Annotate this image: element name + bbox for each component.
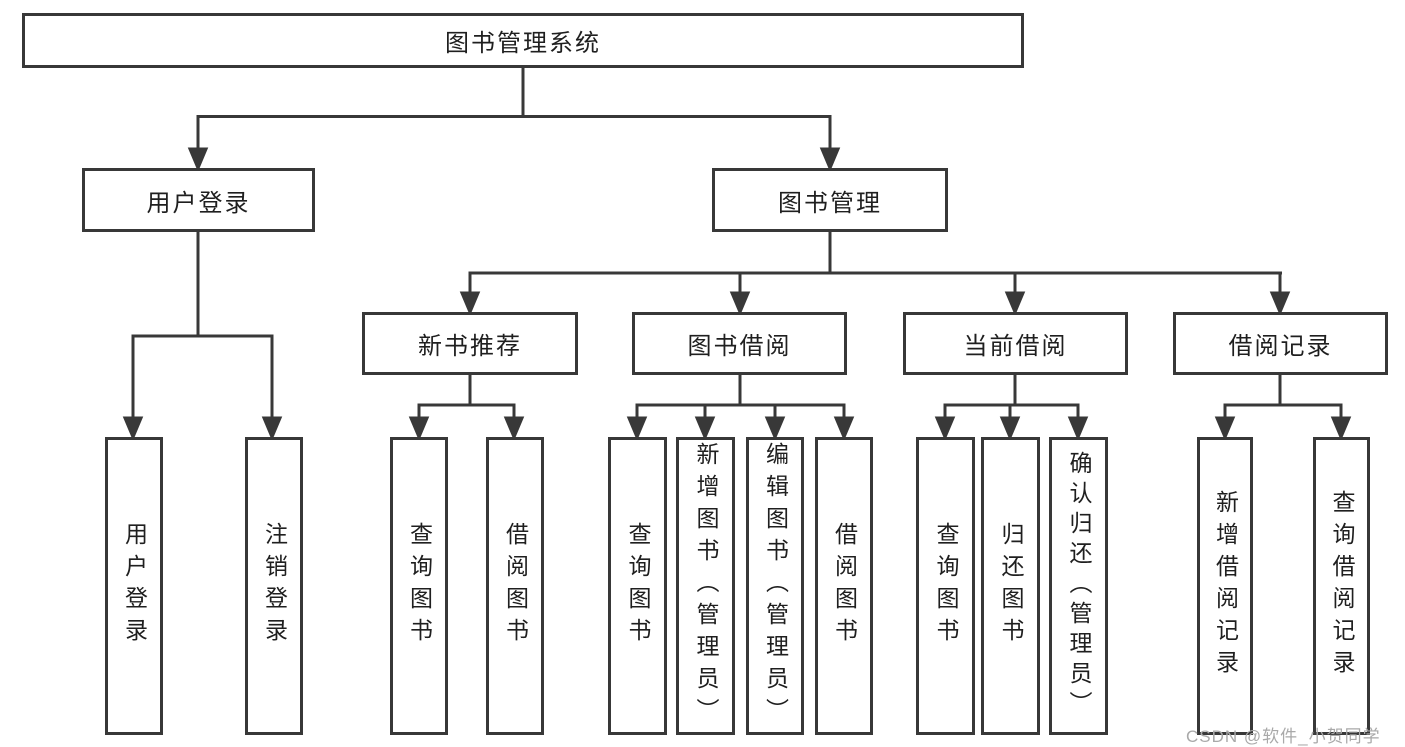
arrow-down-icon (729, 291, 751, 316)
arrow-down-icon (1214, 416, 1236, 441)
leaf-newbook-query-books: 查询图书 (390, 437, 448, 735)
arrow-down-icon (503, 416, 525, 441)
node-user-login: 用户登录 (82, 168, 315, 232)
arrow-down-icon (764, 416, 786, 441)
node-book-borrow: 图书借阅 (632, 312, 847, 375)
arrow-down-icon (833, 416, 855, 441)
leaf-borrow-edit-books-admin: 编辑图书（管理员） (746, 437, 804, 735)
leaf-current-confirm-return-admin: 确认归还（管理员） (1049, 437, 1108, 735)
arrow-down-icon (819, 147, 841, 172)
arrow-down-icon (934, 416, 956, 441)
arrow-down-icon (999, 416, 1021, 441)
leaf-borrow-add-books-admin: 新增图书（管理员） (676, 437, 735, 735)
leaf-records-query-record: 查询借阅记录 (1313, 437, 1370, 735)
leaf-borrow-query-books: 查询图书 (608, 437, 667, 735)
arrow-down-icon (261, 416, 283, 441)
arrow-down-icon (1067, 416, 1089, 441)
leaf-current-return-books: 归还图书 (981, 437, 1040, 735)
arrow-down-icon (459, 291, 481, 316)
arrow-down-icon (122, 416, 144, 441)
leaf-logout: 注销登录 (245, 437, 303, 735)
arrow-down-icon (187, 147, 209, 172)
arrow-down-icon (1269, 291, 1291, 316)
leaf-user-login: 用户登录 (105, 437, 163, 735)
watermark: CSDN @软件_小贺同学 (1186, 727, 1381, 746)
arrow-down-icon (694, 416, 716, 441)
arrow-down-icon (408, 416, 430, 441)
leaf-borrow-borrow-books: 借阅图书 (815, 437, 873, 735)
node-borrow-records: 借阅记录 (1173, 312, 1388, 375)
node-book-management: 图书管理 (712, 168, 948, 232)
arrow-down-icon (1004, 291, 1026, 316)
leaf-records-add-record: 新增借阅记录 (1197, 437, 1253, 735)
leaf-newbook-borrow-books: 借阅图书 (486, 437, 544, 735)
node-root-system: 图书管理系统 (22, 13, 1024, 68)
arrow-down-icon (626, 416, 648, 441)
node-new-book-recommend: 新书推荐 (362, 312, 578, 375)
leaf-current-query-books: 查询图书 (916, 437, 975, 735)
node-current-borrow: 当前借阅 (903, 312, 1128, 375)
arrow-down-icon (1330, 416, 1352, 441)
